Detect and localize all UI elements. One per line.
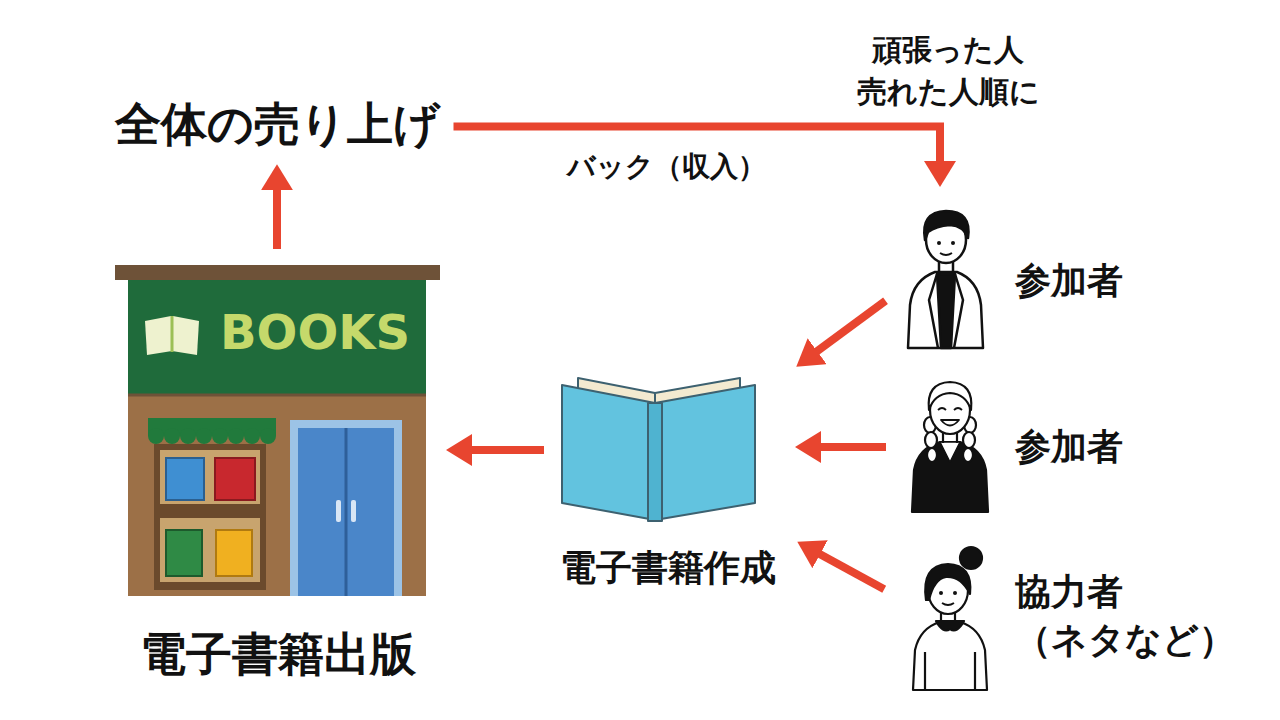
awning-scallops-part [164,428,180,444]
role-label: 参加者 [1015,425,1123,468]
ebook-node: 電子書籍作成 [550,375,785,595]
hair [925,564,970,600]
sign-edge [128,394,426,397]
book-cover [562,385,655,520]
door-split [345,428,348,596]
store-roof [115,265,440,280]
store-sign [128,280,426,394]
participant-node: 参加者 [900,375,1135,515]
awning-scallops-part [260,428,276,444]
hair [929,382,972,410]
store-wall [128,278,426,596]
door-handle [336,500,341,522]
flow-arrow [816,301,885,352]
awning-scallops-part [148,428,164,444]
helper-figure [913,547,987,690]
awning-scallops [148,428,276,444]
sleeve-line [925,652,975,690]
ebook-illustration [562,378,755,521]
participant-figure [908,211,983,348]
hair [924,211,968,240]
blue-book [166,458,204,500]
braids-part [963,432,975,448]
blouse [913,622,987,690]
collar [936,621,964,630]
shelf-cell [160,518,260,582]
jacket [908,272,983,348]
jacket [912,442,988,512]
flow-arrow [471,446,544,454]
awning-scallops-part [244,428,260,444]
label-anchor: 頑張った人 売れた人順に [853,29,1043,113]
participant-node: 参加者 [900,205,1135,352]
door-frame [290,420,402,596]
sign-book-page [172,316,199,355]
smile [941,420,959,426]
green-book [166,530,202,576]
braids-part [925,432,937,448]
flow-arrow [820,443,886,451]
mouth [940,253,952,255]
braids-part [963,448,973,462]
awning-scallops-part [180,428,196,444]
helper-node: 協力者 （ネタなど） [900,540,1249,692]
edge-label: バック（収入） [564,150,769,184]
lapel [929,274,963,348]
role-label: 協力者 （ネタなど） [1015,568,1245,664]
store-sign-text: BOOKS [220,306,410,359]
shelf-frame [154,444,266,590]
note-label: 頑張った人 売れた人順に [853,29,1043,113]
shelf-cell [160,450,260,504]
node-caption: 電子書籍作成 [560,546,776,589]
eye [939,591,943,595]
book-cover [655,385,755,520]
awning-scallops-part [212,428,228,444]
hair-bun [960,547,982,569]
book-spine [648,403,662,521]
eye [937,241,941,245]
yellow-book [216,530,252,576]
bookstore-illustration [115,265,440,596]
sign-book-page [145,316,172,355]
door [298,428,394,596]
braids [924,417,976,462]
role-label: 参加者 [1015,259,1123,302]
collar [940,442,960,462]
sign-book-spine [171,316,174,352]
participant-figure [912,382,988,512]
red-book [215,458,255,500]
awning-scallops-part [228,428,244,444]
flow-arrow [273,189,281,249]
total-sales-label: 全体の売り上げ [115,97,440,152]
node-caption: 電子書籍出版 [140,627,416,682]
door-handle [351,500,356,522]
braids-part [927,448,937,462]
label-anchor: バック（収入） [564,150,769,184]
text-node: 全体の売り上げ [111,97,444,156]
shirt [937,274,955,348]
eye [953,591,957,595]
bookstore-node: BOOKS 電子書籍出版 [115,265,440,690]
eyes [938,408,962,410]
mouth [942,603,954,605]
flow-arrow [819,554,884,590]
eye [951,241,955,245]
awning-scallops-part [196,428,212,444]
